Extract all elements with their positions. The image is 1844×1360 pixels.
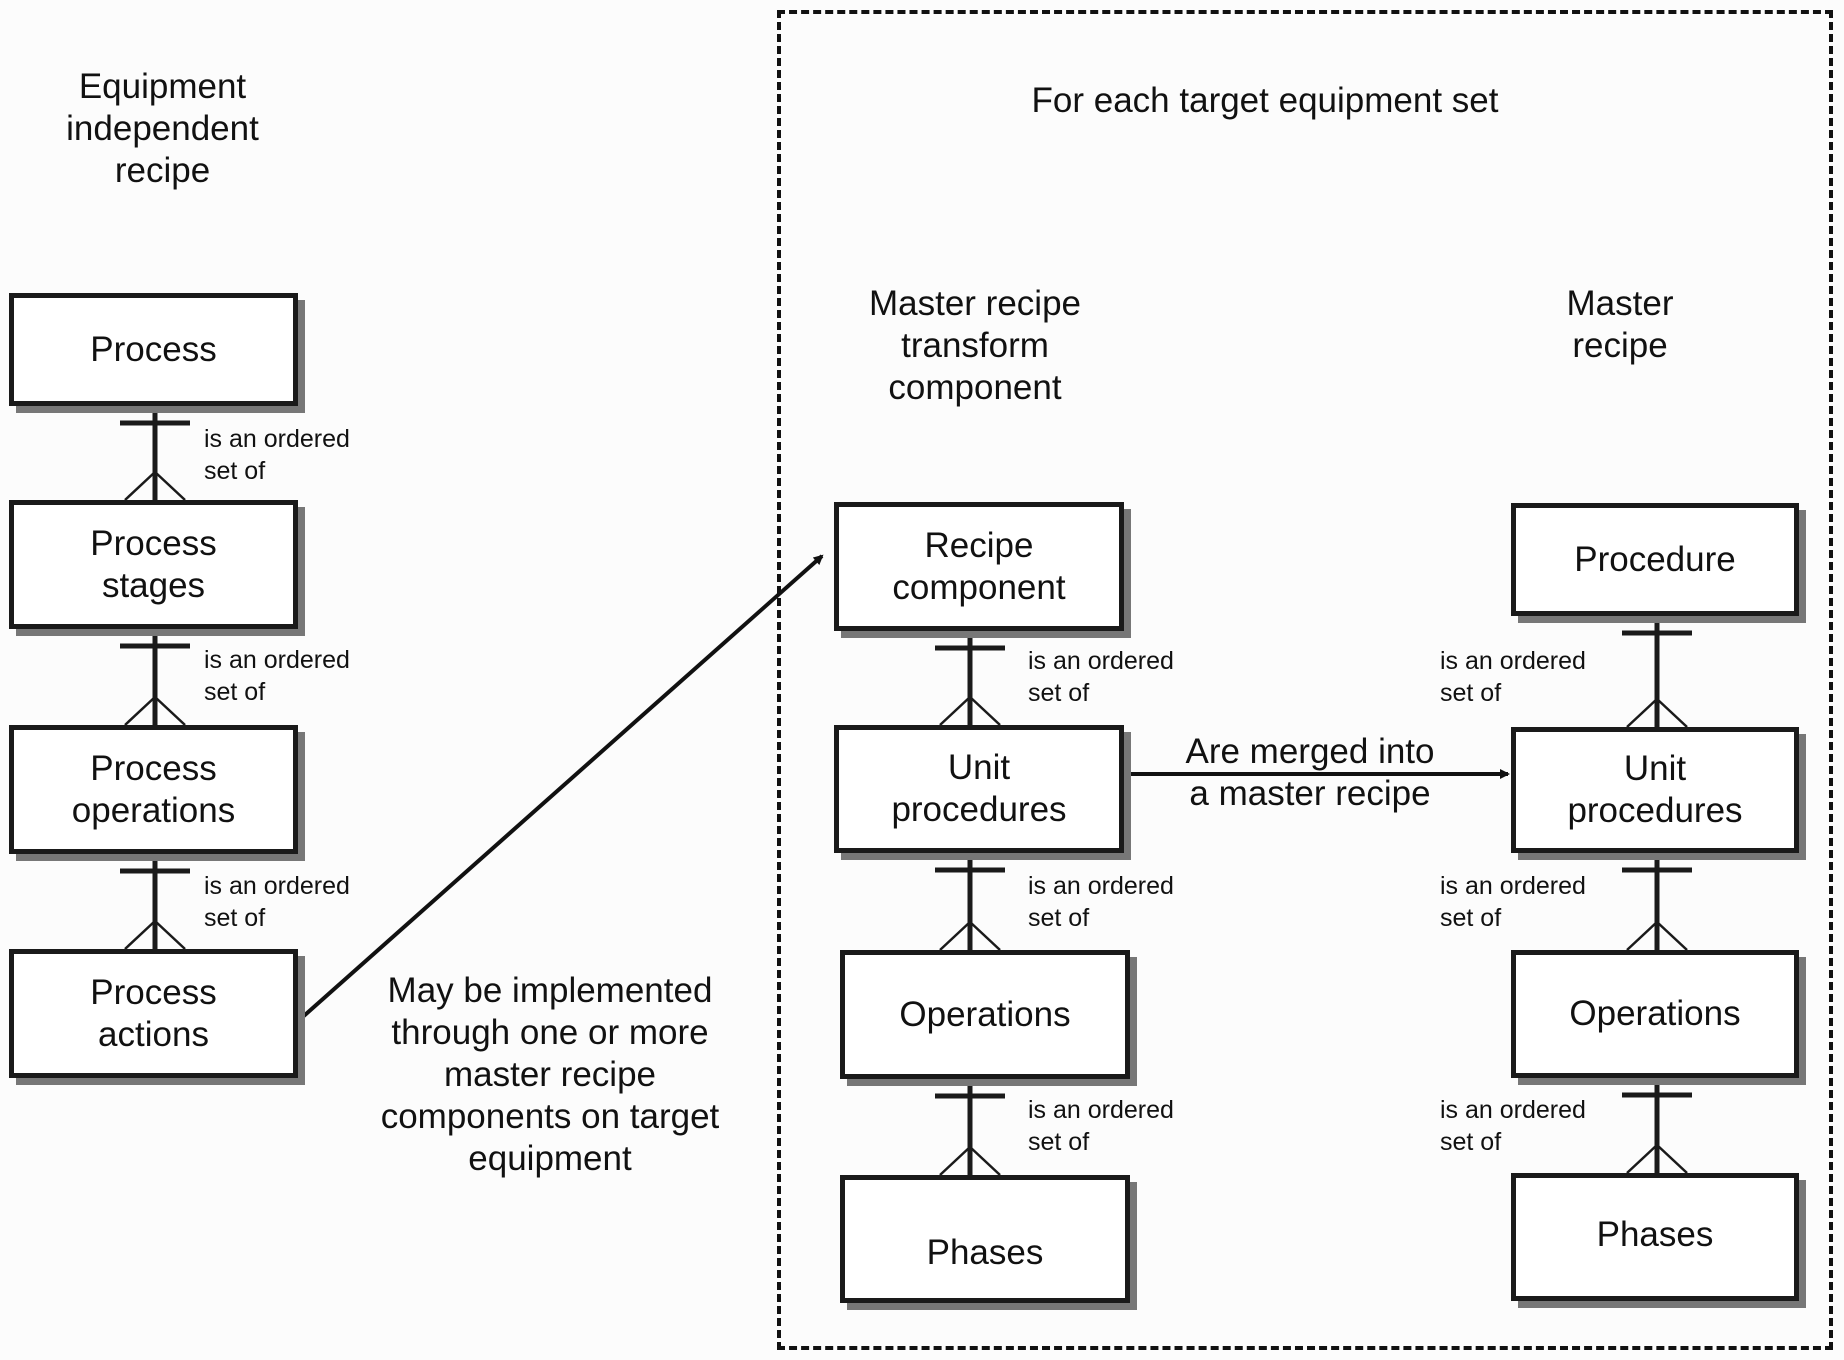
entity-phases-transform[interactable]: Phases (840, 1175, 1130, 1303)
entity-recipe-component[interactable]: Recipe component (834, 502, 1124, 631)
one-to-many-connector (935, 1079, 1005, 1176)
relation-label: is an ordered set of (1440, 647, 1586, 707)
relation-label: is an ordered set of (1028, 872, 1174, 932)
one-to-many-connector (1622, 616, 1692, 728)
relation-label: is an ordered set of (204, 425, 350, 485)
implemented-arrow (295, 554, 824, 1024)
one-to-many-connector (935, 631, 1005, 726)
relation-label: is an ordered set of (1440, 872, 1586, 932)
one-to-many-connector (120, 406, 190, 501)
merged-label: Are merged into a master recipe (1185, 732, 1435, 813)
entity-phases-master[interactable]: Phases (1511, 1173, 1799, 1301)
entity-operations-transform[interactable]: Operations (840, 950, 1130, 1079)
entity-unit-procedures-master[interactable]: Unit procedures (1511, 727, 1799, 853)
relation-label: is an ordered set of (1028, 647, 1174, 707)
one-to-many-connector (935, 853, 1005, 951)
entity-process-operations[interactable]: Process operations (9, 725, 298, 854)
heading-for-each-target-equipment-set: For each target equipment set (1031, 81, 1499, 120)
one-to-many-connector (1622, 853, 1692, 951)
entity-process-actions[interactable]: Process actions (9, 949, 298, 1078)
one-to-many-connector (120, 629, 190, 726)
entity-unit-procedures-transform[interactable]: Unit procedures (834, 725, 1124, 853)
one-to-many-connector (1622, 1078, 1692, 1174)
relation-label: is an ordered set of (1028, 1096, 1174, 1156)
heading-master-recipe: Master recipe (1566, 284, 1674, 365)
one-to-many-connector (120, 854, 190, 950)
heading-master-recipe-transform-component: Master recipe transform component (868, 284, 1082, 407)
entity-process[interactable]: Process (9, 293, 298, 406)
relation-label: is an ordered set of (1440, 1096, 1586, 1156)
entity-operations-master[interactable]: Operations (1511, 950, 1799, 1078)
entity-procedure[interactable]: Procedure (1511, 503, 1799, 616)
target-equipment-set-frame (777, 10, 1833, 1350)
implemented-label: May be implemented through one or more m… (380, 971, 720, 1178)
heading-equipment-independent-recipe: Equipment independent recipe (66, 67, 259, 190)
relation-label: is an ordered set of (204, 646, 350, 706)
relation-label: is an ordered set of (204, 872, 350, 932)
entity-process-stages[interactable]: Process stages (9, 500, 298, 629)
